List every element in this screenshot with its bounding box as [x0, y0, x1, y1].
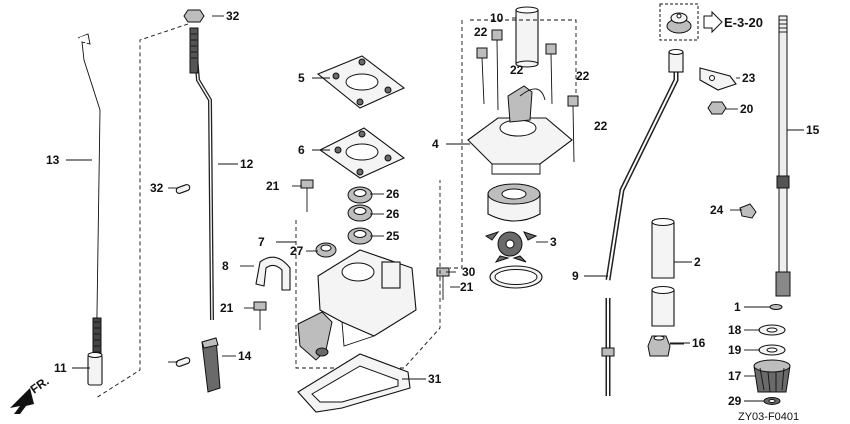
part-21-bolt-right: [436, 267, 450, 300]
reference-label: E-3-20: [724, 15, 763, 30]
callout-22-c: 22: [576, 69, 590, 83]
callout-31: 29: [728, 394, 742, 408]
callout-1: 1: [734, 300, 741, 314]
callout-8: 8: [222, 259, 229, 273]
part-19-washer: [758, 344, 786, 356]
callout-22-a: 22: [474, 25, 488, 39]
part-11-rod: [189, 27, 214, 321]
callout-9: 9: [572, 269, 579, 283]
part-9-water-tube: [601, 49, 684, 396]
arrow-right-icon: [703, 10, 723, 34]
callout-4: 4: [432, 137, 439, 151]
callout-labels: 32 5 6 13 12 32 21 26 26 25 7 27 8 21 14…: [28, 9, 820, 423]
dash-bracket-7: [295, 180, 441, 369]
diagram-code: ZY03-F0401: [738, 411, 799, 423]
callout-21-lower: 21: [220, 301, 234, 315]
part-25-bearing: [347, 227, 373, 245]
callout-25: 25: [386, 229, 400, 243]
callout-27: 27: [290, 244, 304, 258]
part-8-hose: [255, 256, 291, 291]
callout-7: 7: [258, 235, 265, 249]
part-26-seal-upper: [347, 186, 373, 204]
part-32-pin-upper: [175, 184, 191, 194]
callout-22-d: 22: [594, 119, 608, 133]
dash-bracket-11-13: [95, 23, 189, 399]
part-5-plate: [316, 55, 406, 109]
part-22-bolt-a: [491, 29, 503, 111]
callout-32-upper: 32: [150, 181, 164, 195]
part-21-bolt-upper: [300, 179, 314, 212]
callout-26-upper: 26: [386, 187, 400, 201]
callout-10: 10: [490, 11, 504, 25]
callout-17: 17: [728, 369, 742, 383]
part-22-bolt-b: [476, 47, 488, 105]
part-6-plate: [318, 127, 406, 179]
callout-18: 18: [728, 323, 742, 337]
callout-19: 19: [728, 343, 742, 357]
part-21-bolt-lower: [253, 301, 267, 330]
part-10-sleeve: [515, 6, 539, 68]
part-22-bolt-d: [567, 95, 579, 163]
part-27-seal: [315, 242, 337, 258]
direction-label: FR.: [28, 374, 52, 397]
callout-22-b: 22: [510, 63, 524, 77]
part-18-washer: [758, 324, 786, 336]
callout-26-lower: 26: [386, 207, 400, 221]
part-30-nut: [183, 9, 205, 23]
part-13-shift-rod: [77, 33, 103, 381]
part-14-block: [201, 337, 221, 393]
part-2-grommet: [651, 218, 675, 327]
reference-box: [659, 3, 699, 41]
callout-28: 30: [462, 265, 476, 279]
callout-21-upper: 21: [266, 179, 280, 193]
part-12-sleeve: [87, 352, 103, 386]
callout-11: 12: [240, 157, 254, 171]
callout-16: 16: [692, 336, 706, 350]
part-16-cap: [647, 335, 671, 357]
part-20-nut: [707, 101, 727, 115]
callout-15: 15: [806, 123, 820, 137]
part-31-clip: [763, 397, 781, 405]
part-3-impeller: [484, 231, 538, 263]
part-22-bolt-c: [545, 43, 557, 105]
callout-24: 24: [710, 203, 724, 217]
leader-lines: [66, 15, 804, 402]
callout-21-right: 21: [460, 280, 474, 294]
part-15-shaft: [775, 15, 791, 297]
dash-bracket-22: [470, 19, 577, 96]
callout-14: 14: [238, 349, 252, 363]
part-17-gear: [753, 359, 791, 393]
callout-20: 20: [740, 102, 754, 116]
callout-12: 11: [54, 361, 67, 375]
part-23-bracket: [699, 67, 737, 91]
impeller-liner: [487, 183, 541, 222]
callout-5: 5: [298, 71, 305, 85]
part-4-pump-case: [467, 85, 573, 175]
part-32-pin-lower: [175, 357, 191, 367]
dash-bracket-4: [450, 20, 463, 269]
part-26-seal-lower: [347, 204, 373, 222]
callout-13: 13: [46, 153, 60, 167]
part-28-o-ring: [489, 265, 543, 289]
callout-29: 31: [428, 372, 442, 386]
callout-6: 6: [298, 143, 305, 157]
callout-30: 32: [226, 9, 240, 23]
part-7-pump-housing: [297, 249, 417, 361]
part-1-washer: [769, 304, 783, 310]
callout-3: 3: [550, 235, 557, 249]
part-24-clip: [739, 203, 757, 219]
callout-23: 23: [742, 71, 756, 85]
front-direction-arrow-icon: [10, 388, 34, 414]
callout-2: 2: [694, 255, 701, 269]
part-29-gasket: [297, 353, 411, 413]
